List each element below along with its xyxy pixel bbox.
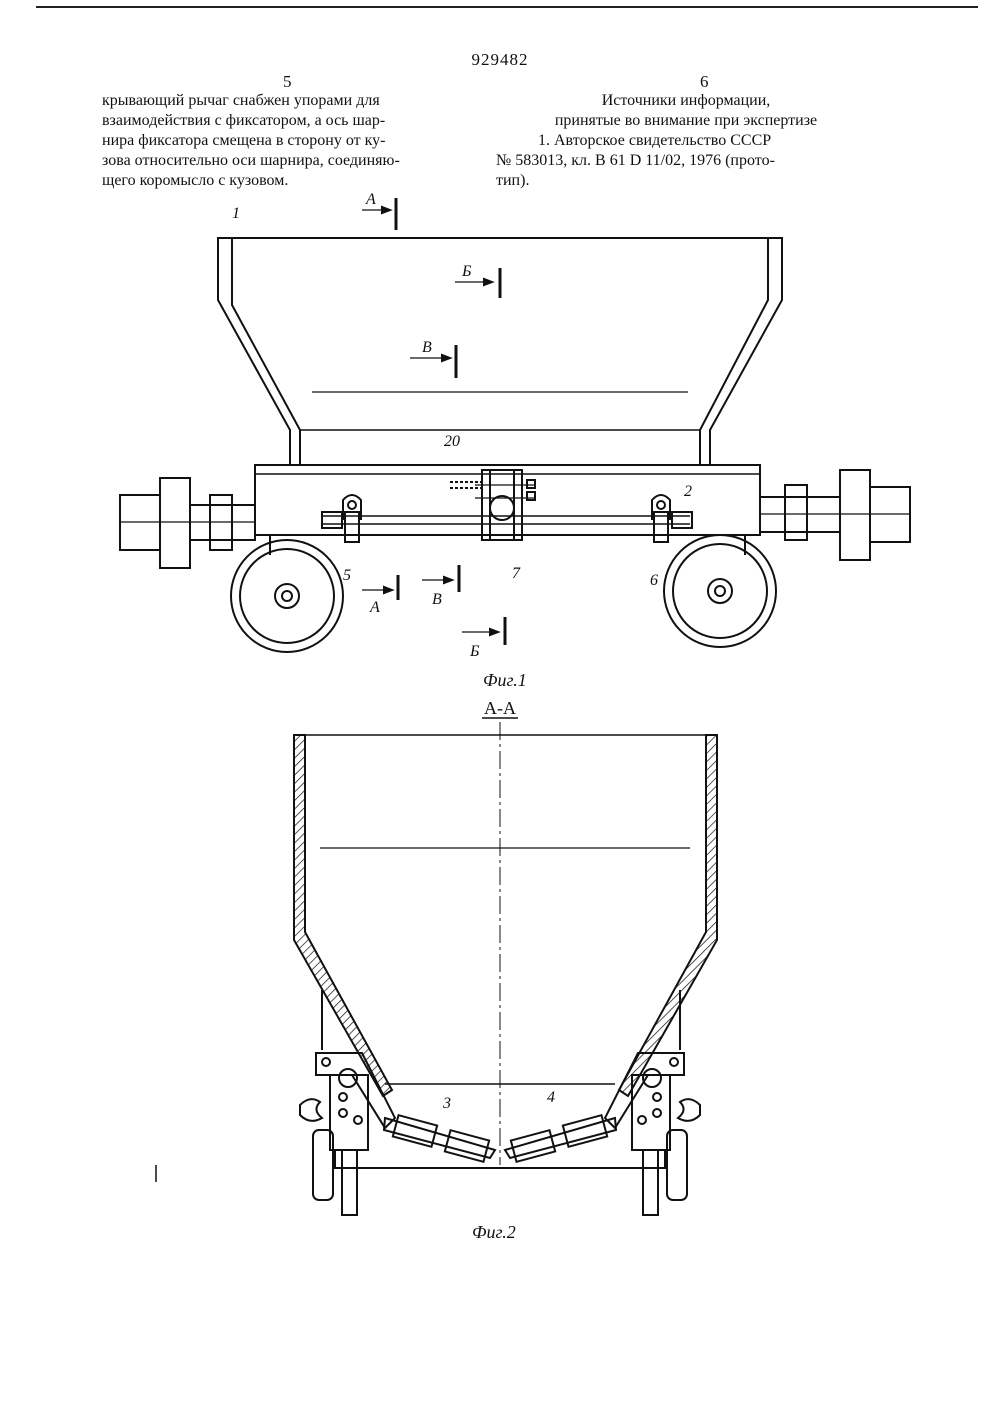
right-coupler: [759, 469, 911, 561]
left-coupler: [119, 477, 256, 569]
right-wheel: [663, 534, 777, 648]
left-page-number: 5: [283, 72, 292, 91]
base-plate: [334, 1150, 666, 1169]
label-section-b-top: Б: [461, 263, 472, 280]
top-border-line: [36, 6, 978, 8]
section-title-a-a: А-А: [484, 698, 516, 718]
figure-1-caption: Фиг.1: [483, 670, 527, 690]
right-wheel-section: [666, 1129, 688, 1201]
left-clevis-5: [342, 494, 362, 543]
right-wall-section: [617, 734, 718, 1098]
central-lock-7: [450, 469, 536, 541]
right-door-mechanism: [603, 1052, 701, 1216]
left-wall-section: [293, 734, 394, 1098]
label-part-6: 6: [650, 572, 658, 589]
right-column-text: Источники информации, принятые во вниман…: [496, 91, 896, 191]
figure-2-cross-section: [293, 722, 718, 1216]
label-part-7: 7: [512, 565, 521, 582]
reference-line: тип).: [496, 172, 530, 189]
right-page-number: 6: [700, 72, 709, 91]
label-part-3: 3: [442, 1095, 451, 1112]
figure-1-side-view: [119, 237, 911, 653]
text-line: щего коромысло с кузовом.: [102, 172, 289, 189]
text-line: взаимодействия с фиксатором, а ось шар-: [102, 112, 386, 129]
label-section-b-bottom: Б: [469, 643, 480, 660]
text-line: крывающий рычаг снабжен упорами для: [102, 92, 380, 109]
figure-2-caption: Фиг.2: [472, 1222, 516, 1242]
right-clevis-6: [651, 494, 671, 543]
hopper-inner-wall-left: [231, 238, 301, 465]
label-section-v-bottom: В: [432, 591, 442, 608]
left-wheel: [230, 539, 344, 653]
label-part-5: 5: [343, 567, 351, 584]
left-wheel-section: [312, 1129, 334, 1201]
label-part-20: 20: [444, 433, 460, 450]
left-column-text: крывающий рычаг снабжен упорами для взаи…: [102, 91, 482, 191]
label-section-a-bottom: А: [369, 599, 380, 616]
left-wing-nut: [299, 1098, 324, 1122]
patent-number: 929482: [471, 50, 529, 69]
label-section-a-top: А: [365, 191, 376, 208]
hopper-inner-wall-right: [699, 238, 769, 465]
label-part-4: 4: [547, 1089, 555, 1106]
label-part-1: 1: [232, 205, 240, 222]
text-line: нира фиксатора смещена в сторону от ку-: [102, 132, 386, 149]
label-part-2: 2: [684, 483, 692, 500]
left-door-mechanism: [299, 1052, 397, 1216]
section-markers-fig1: [362, 198, 507, 645]
right-wing-nut: [676, 1098, 701, 1122]
text-line: зова относительно оси шарнира, соединяю-: [102, 152, 400, 169]
references-heading: Источники информации,: [601, 92, 771, 109]
rod-end-right: [671, 511, 693, 529]
references-heading: принятые во внимание при экспертизе: [554, 112, 818, 129]
reference-line: № 583013, кл. В 61 D 11/02, 1976 (прото-: [496, 152, 775, 169]
rod-end-left: [321, 511, 343, 529]
reference-line: 1. Авторское свидетельство СССР: [538, 132, 772, 149]
label-section-v-top: В: [422, 339, 432, 356]
